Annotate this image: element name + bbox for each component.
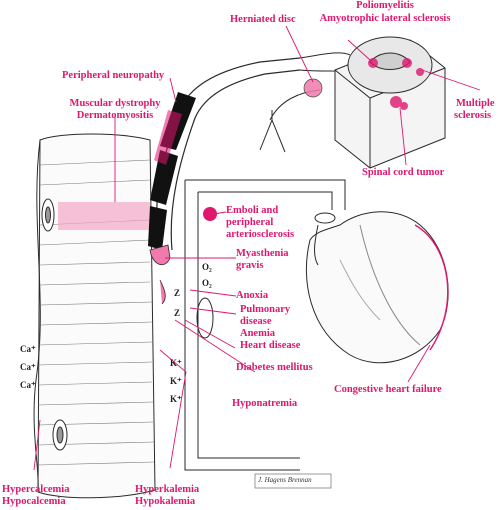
o2-symbol-2: O₂ <box>202 278 212 288</box>
k-symbol-3: K⁺ <box>170 394 182 404</box>
herniated-disc-mark <box>303 78 323 98</box>
label-herniated-disc: Herniated disc <box>230 14 296 25</box>
z-symbol-2: Z <box>174 308 181 318</box>
label-hypocalcemia: Hypocalcemia <box>2 496 66 507</box>
ca-symbol-1: Ca⁺ <box>20 344 36 354</box>
label-anoxia: Anoxia <box>236 290 269 301</box>
muscle-fiber <box>33 133 156 499</box>
capillary <box>196 297 214 339</box>
label-hypercalcemia: Hypercalcemia <box>2 484 70 495</box>
neuromuscular-junction <box>149 244 171 266</box>
label-multiple-sclerosis-2: sclerosis <box>454 110 492 121</box>
dystrophy-stipple <box>58 202 150 230</box>
label-pulmonary-2: disease <box>240 316 272 327</box>
label-poliomyelitis: Poliomyelitis <box>356 0 414 11</box>
label-hyperkalemia: Hyperkalemia <box>135 484 200 495</box>
z-symbol-1: Z <box>174 288 181 298</box>
ca-symbol-2: Ca⁺ <box>20 362 36 372</box>
nerve-ending <box>159 279 166 305</box>
label-emboli-2: peripheral <box>226 217 274 228</box>
ca-symbol-3: Ca⁺ <box>20 380 36 390</box>
label-hypokalemia: Hypokalemia <box>135 496 196 507</box>
artist-signature: J. Hagens Brennan <box>258 476 312 484</box>
label-muscular-dystrophy: Muscular dystrophy <box>69 98 161 109</box>
label-peripheral-neuropathy: Peripheral neuropathy <box>62 70 165 81</box>
spinal-cord <box>334 36 446 169</box>
label-myasthenia-1: Myasthenia <box>236 248 289 259</box>
label-spinal-cord-tumor: Spinal cord tumor <box>362 167 445 178</box>
label-als: Amyotrophic lateral sclerosis <box>319 13 451 24</box>
k-symbol-1: K⁺ <box>170 358 182 368</box>
label-diabetes: Diabetes mellitus <box>236 362 313 373</box>
k-symbol-2: K⁺ <box>170 376 182 386</box>
label-myasthenia-2: gravis <box>236 260 264 271</box>
embolus-mark <box>203 207 217 221</box>
neuropathy-mark <box>154 110 182 165</box>
label-emboli-3: arteriosclerosis <box>226 229 295 240</box>
label-heart-disease: Heart disease <box>240 340 301 351</box>
label-hyponatremia: Hyponatremia <box>232 398 298 409</box>
chf-arc <box>414 224 449 351</box>
label-dermatomyositis: Dermatomyositis <box>76 110 154 121</box>
label-multiple-sclerosis-1: Multiple <box>456 98 495 109</box>
label-anemia: Anemia <box>240 328 275 339</box>
cord-lesions <box>368 58 424 110</box>
signature-box <box>254 473 332 489</box>
label-chf: Congestive heart failure <box>334 384 442 395</box>
blood-vessel <box>184 179 346 471</box>
o2-symbol-1: O₂ <box>202 262 212 272</box>
label-pulmonary-1: Pulmonary <box>240 304 291 315</box>
label-emboli-1: Emboli and <box>226 205 279 216</box>
pointer-lines <box>33 25 481 471</box>
